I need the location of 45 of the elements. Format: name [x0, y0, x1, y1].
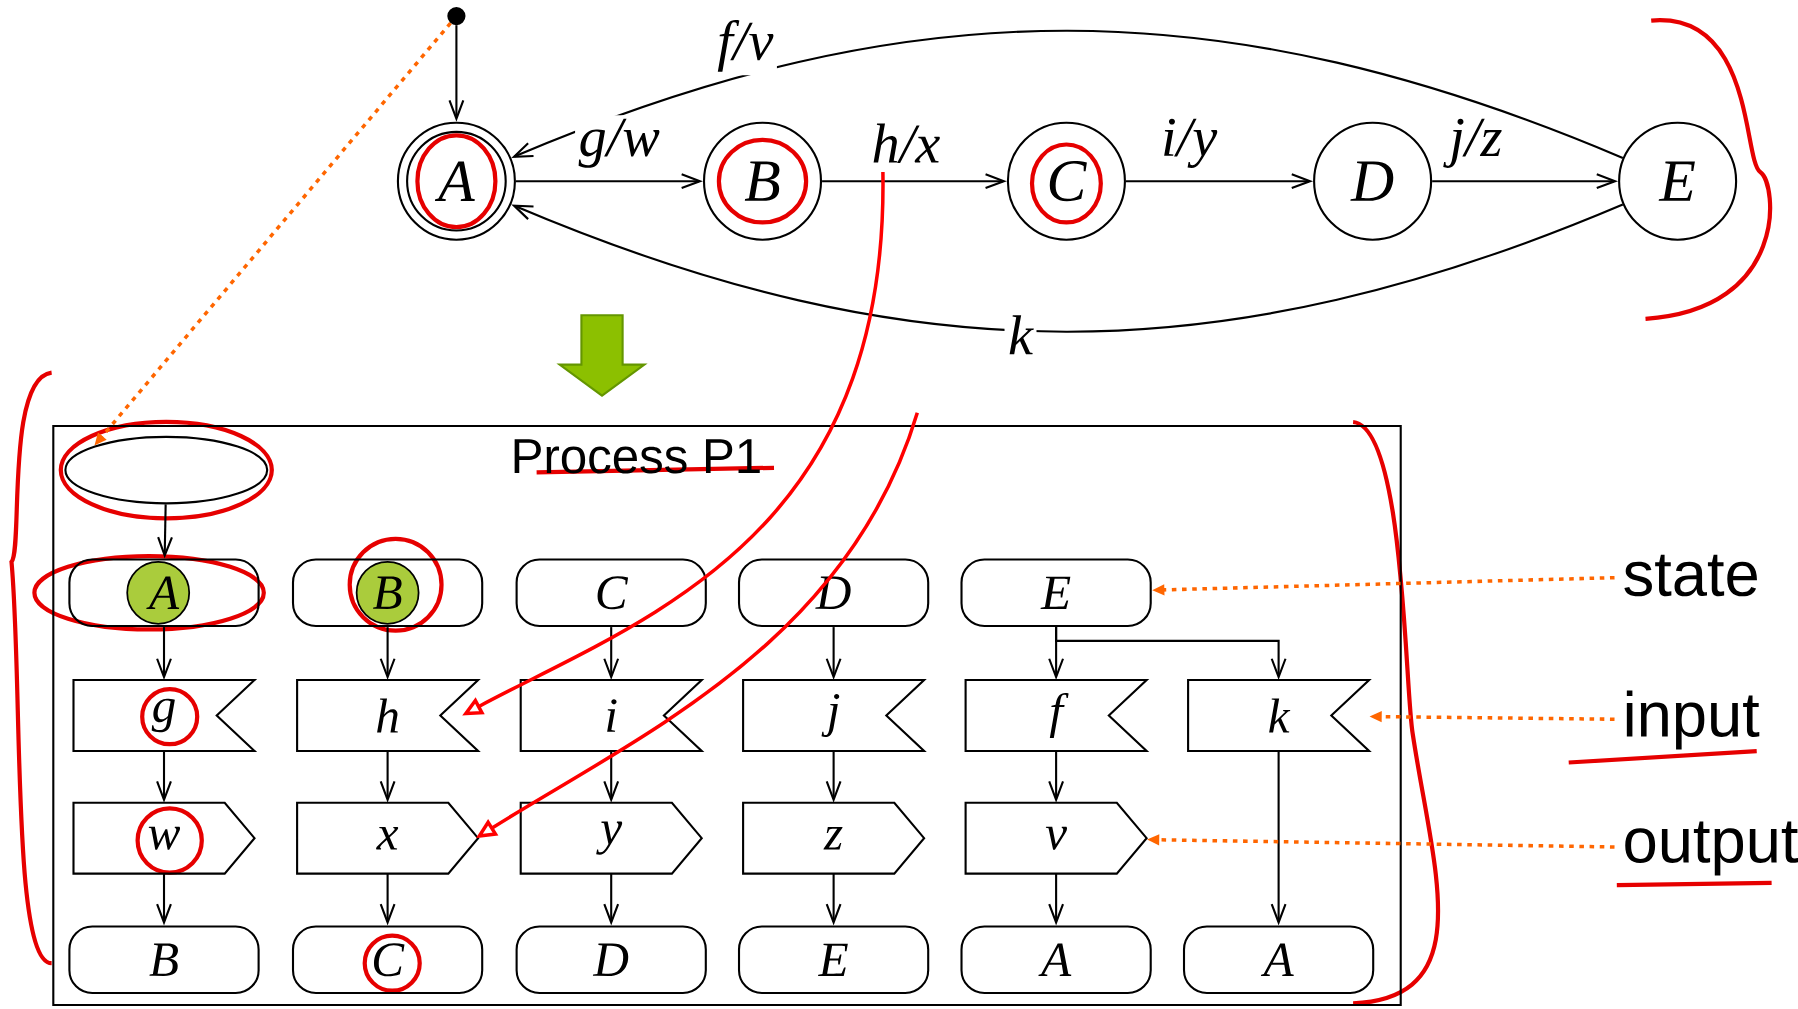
arrow — [1048, 873, 1064, 926]
callout-label: input — [1626, 690, 1760, 750]
arrow — [511, 29, 1624, 159]
arrow — [156, 873, 172, 926]
state-box: D — [515, 925, 707, 995]
arrow — [1125, 173, 1314, 190]
arrow — [822, 173, 1007, 190]
edge-label: j/z — [1443, 115, 1506, 172]
arrow — [156, 750, 172, 803]
arrow — [603, 627, 620, 680]
arrow — [157, 504, 173, 559]
state-box: E — [960, 558, 1152, 628]
arrow — [603, 873, 620, 926]
arrow — [825, 627, 842, 680]
state-box: A — [68, 558, 260, 628]
callout-label: output — [1625, 821, 1798, 876]
edge-label: i/y — [1157, 115, 1221, 172]
arrow — [825, 750, 842, 803]
arrow — [511, 203, 1624, 333]
arrow — [515, 173, 703, 190]
arrow — [379, 873, 396, 926]
state-box: B — [68, 925, 260, 995]
state-box: E — [737, 925, 930, 995]
state-box: C — [515, 558, 707, 628]
arrow — [1270, 750, 1287, 926]
initial-dot — [447, 6, 466, 26]
callout-label: state — [1624, 554, 1757, 597]
edge-label: g/w — [575, 115, 664, 172]
arrow — [379, 750, 396, 803]
arrow — [825, 873, 842, 926]
edge-label: h/x — [868, 119, 944, 167]
arrow — [1055, 627, 1287, 680]
arrow — [1432, 173, 1619, 190]
arrow — [603, 750, 620, 803]
arrow — [448, 25, 465, 122]
edge-label: f/v — [713, 16, 777, 76]
state-box: C — [291, 925, 484, 995]
start-ellipse — [64, 435, 269, 505]
state-box: A — [960, 925, 1152, 995]
state-box: B — [291, 558, 484, 628]
arrow — [156, 627, 172, 680]
arrow — [1048, 750, 1064, 803]
state-box: A — [1182, 925, 1375, 995]
arrow — [379, 627, 396, 680]
edge-label: k — [1004, 311, 1037, 358]
